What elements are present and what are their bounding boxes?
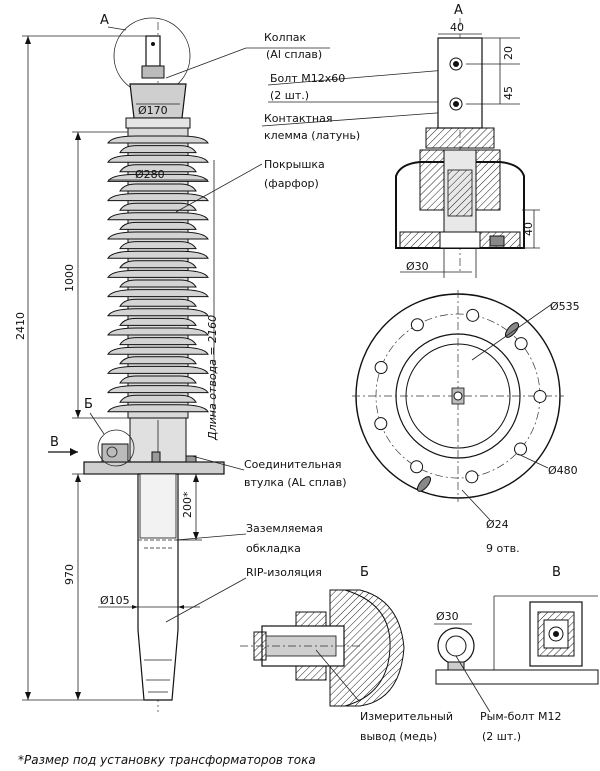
callout-eyebolt-2: (2 шт.) xyxy=(482,730,521,743)
porcelain-shed xyxy=(107,365,209,374)
total-height-dim: 2410 xyxy=(14,312,27,340)
porcelain-shed xyxy=(119,145,197,154)
porcelain-shed xyxy=(119,164,197,173)
terminal-bottom-dim: 40 xyxy=(522,222,535,236)
view-a-left-label: А xyxy=(100,13,109,28)
porcelain-shed xyxy=(107,212,209,221)
detail-v-view: В Ø30 Рым-болт М12 (2 шт.) xyxy=(434,565,599,743)
callout-bolt-2: (2 шт.) xyxy=(270,89,309,102)
ct-length-dim: 200* xyxy=(181,491,194,518)
flange-bolt-hole xyxy=(514,337,528,351)
porcelain-shed xyxy=(107,154,209,163)
bolt-circle-dim: Ø480 xyxy=(548,464,578,477)
view-b-detail-label: Б xyxy=(360,565,369,580)
terminal-width-dim: 40 xyxy=(450,21,464,34)
porcelain-shed xyxy=(107,135,209,144)
porcelain-shed xyxy=(107,193,209,202)
porcelain-shed xyxy=(119,183,197,192)
flange-bolt-hole xyxy=(410,460,424,474)
main-bushing-view: А Ø170 Ø280 Б В xyxy=(48,13,225,712)
flange-bolt-hole xyxy=(465,470,479,484)
flange-bolt-hole xyxy=(374,361,388,375)
porcelain-shed xyxy=(119,241,197,250)
callout-sleeve-2: втулка (AL сплав) xyxy=(244,476,347,489)
porcelain-shed xyxy=(107,346,209,355)
detail-b-circle xyxy=(97,429,135,467)
terminal-top-dim: 20 xyxy=(502,46,515,60)
cap-diameter: Ø170 xyxy=(138,104,168,117)
stud-diameter-dim: Ø30 xyxy=(406,260,429,273)
porcelain-shed xyxy=(119,279,197,288)
porcelain-sheds xyxy=(107,127,209,419)
porcelain-shed xyxy=(107,385,209,394)
porcelain-shed xyxy=(119,260,197,269)
porcelain-shed xyxy=(107,308,209,317)
view-a-section: А 40 20 45 40 Ø30 xyxy=(395,3,540,278)
hole-count-dim: 9 отв. xyxy=(486,542,520,555)
callout-ground-1: Заземляемая xyxy=(246,522,323,535)
flange-bolt-hole xyxy=(514,442,528,456)
callout-rip: RIP-изоляция xyxy=(246,566,322,579)
callout-measure-1: Измерительный xyxy=(360,710,453,723)
callout-eyebolt-1: Рым-болт М12 xyxy=(480,710,562,723)
terminal-spacing-dim: 45 xyxy=(502,86,515,100)
porcelain-shed xyxy=(107,231,209,240)
porcelain-shed xyxy=(119,356,197,365)
flange-bolt-hole xyxy=(533,389,547,403)
porcelain-shed xyxy=(107,269,209,278)
callout-measure-2: вывод (медь) xyxy=(360,730,437,743)
flange-outer-dim: Ø535 xyxy=(550,300,580,313)
shed-diameter: Ø280 xyxy=(135,168,165,181)
hole-diameter-dim: Ø24 xyxy=(486,518,509,531)
view-v-detail-label: В xyxy=(552,565,561,580)
porcelain-shed xyxy=(119,337,197,346)
flange-bolt-hole xyxy=(374,417,388,431)
flange-plan-view: Ø535 Ø480 Ø24 9 отв. xyxy=(352,290,580,555)
callout-ground-2: обкладка xyxy=(246,542,301,555)
lower-length-dim: 970 xyxy=(63,564,76,585)
porcelain-shed xyxy=(119,298,197,307)
callout-cover-1: Покрышка xyxy=(264,158,325,171)
callout-cap-1: Колпак xyxy=(264,31,307,44)
callouts: Колпак (Al сплав) Болт М12х60 (2 шт.) Ко… xyxy=(165,31,451,623)
flange-bolt-hole xyxy=(410,318,424,332)
porcelain-shed xyxy=(119,375,197,384)
callout-bolt-1: Болт М12х60 xyxy=(270,72,345,85)
view-a-right-label: А xyxy=(454,3,463,18)
porcelain-shed xyxy=(107,327,209,336)
flange-bolt-hole xyxy=(466,308,480,322)
porcelain-shed xyxy=(107,250,209,259)
creepage-dim: Длина отвода = 2160 xyxy=(206,315,219,441)
tail-diameter: Ø105 xyxy=(100,594,130,607)
callout-sleeve-1: Соединительная xyxy=(244,458,342,471)
footnote: *Размер под установку трансформаторов то… xyxy=(18,753,316,767)
view-v-left-label: В xyxy=(50,435,59,450)
porcelain-shed xyxy=(119,221,197,230)
porcelain-shed xyxy=(119,394,197,403)
vertical-dimensions: 2410 1000 Длина отвода = 2160 970 200* xyxy=(14,35,219,701)
porcelain-shed xyxy=(107,289,209,298)
porcelain-shed xyxy=(119,202,197,211)
callout-terminal-2: клемма (латунь) xyxy=(264,129,360,142)
callout-cover-2: (фарфор) xyxy=(264,177,319,190)
callout-cap-2: (Al сплав) xyxy=(266,48,322,61)
insulator-height-dim: 1000 xyxy=(63,264,76,292)
view-b-left-label: Б xyxy=(84,397,93,412)
porcelain-shed xyxy=(107,404,209,413)
eye-diameter-dim: Ø30 xyxy=(436,610,459,623)
detail-b-view: Б Измерительный вывод (медь) xyxy=(240,565,453,743)
porcelain-shed xyxy=(119,317,197,326)
